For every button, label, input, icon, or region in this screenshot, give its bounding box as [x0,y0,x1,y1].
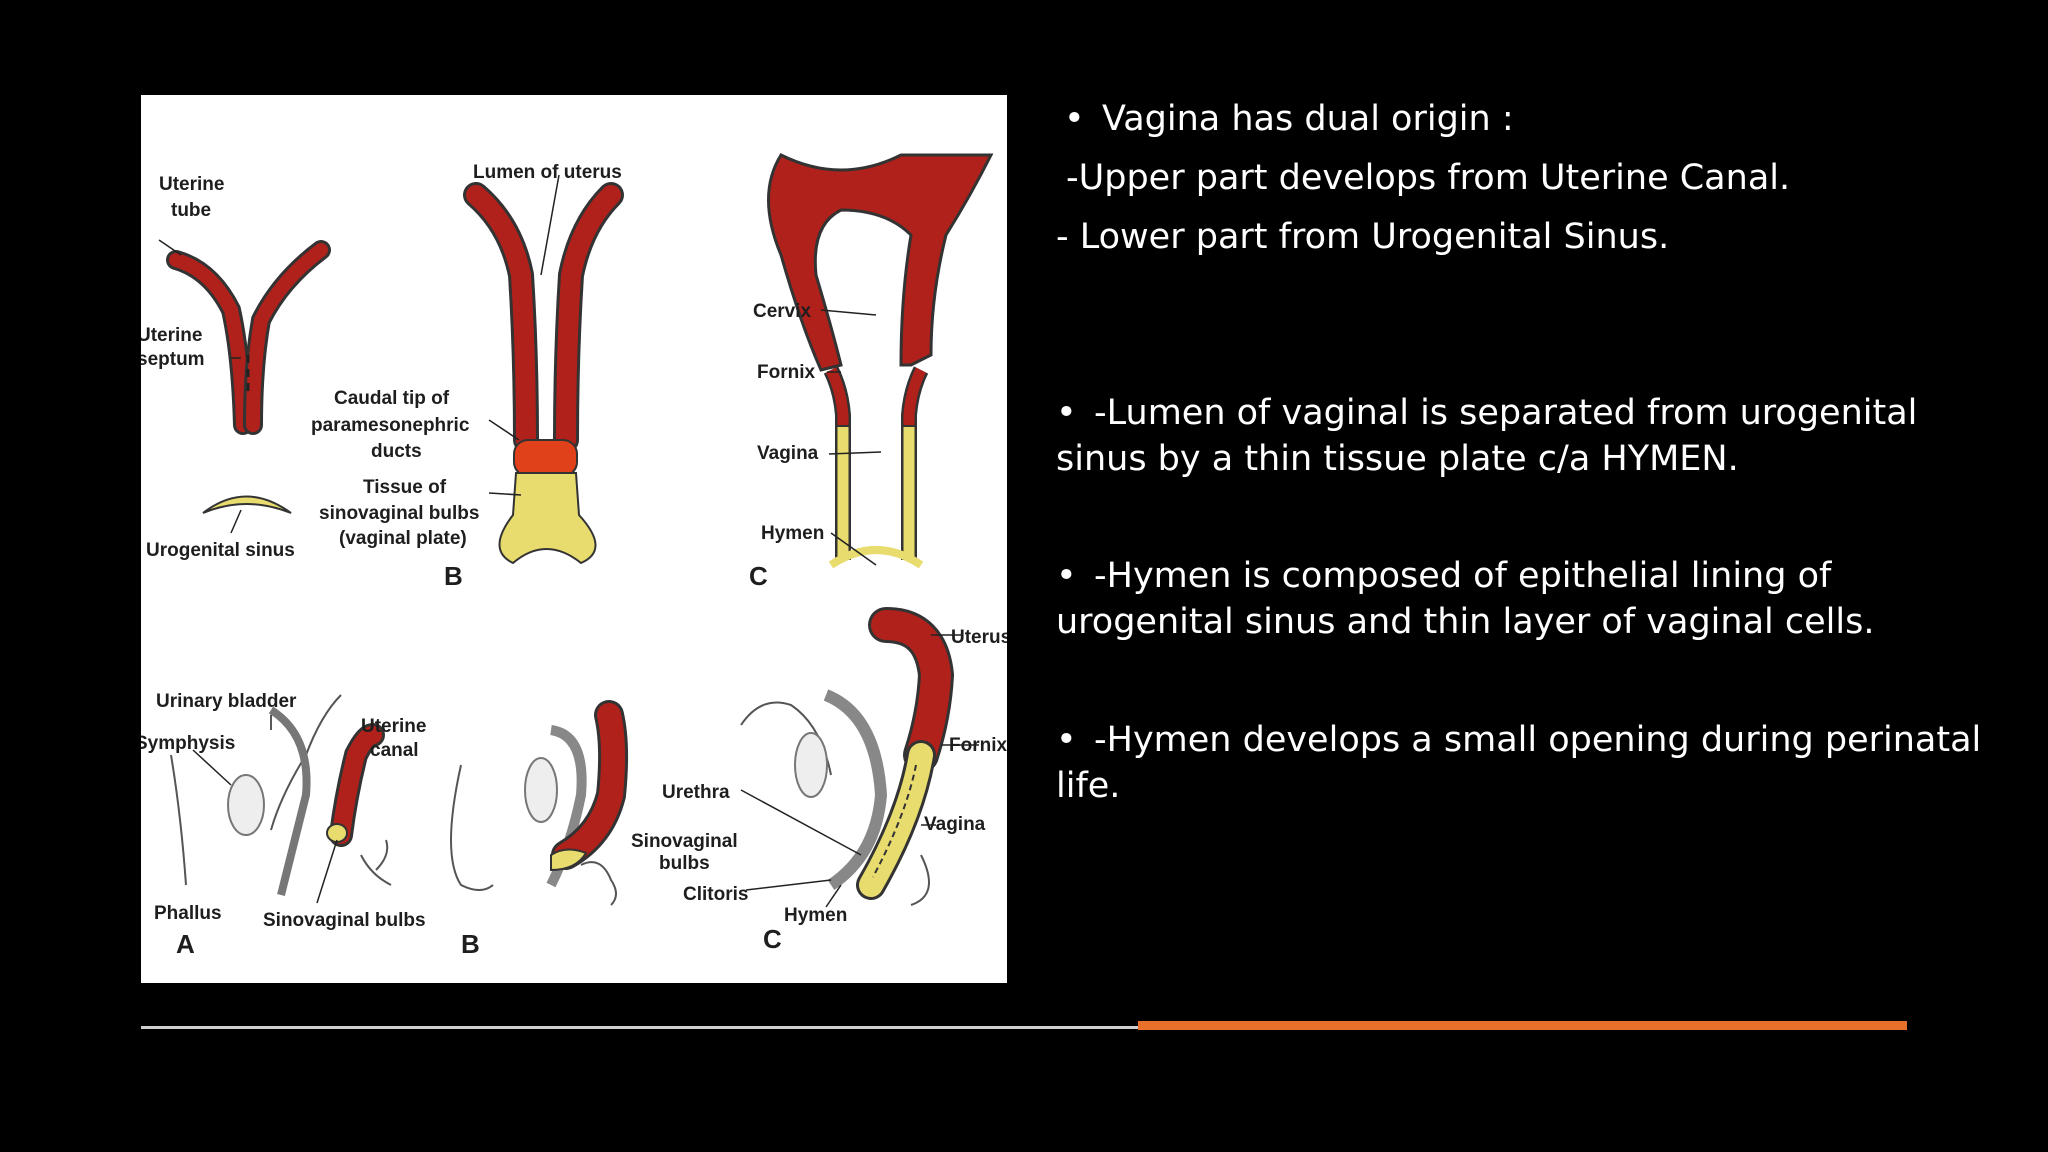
bottom-c-label-hymen: Hymen [784,905,847,926]
top-b-vaginal-plate [498,472,597,565]
bottom-a-symphysis [227,774,265,836]
point-hymen-opening: •-Hymen develops a small opening during … [1056,717,1996,809]
footer-rule-accent [1138,1021,1907,1030]
origin-heading: Vagina has dual origin : [1102,99,1514,139]
top-a-label-uterine-tube-2: tube [171,200,211,221]
bullet-glyph: • [1056,556,1077,596]
bottom-b-sinovaginal-bulb [550,848,588,872]
top-c-uterus [767,153,994,372]
bottom-a-label-uterine-canal-2: canal [370,740,419,761]
bottom-c-label-vagina: Vagina [924,814,986,835]
top-b-letter: B [444,561,463,591]
bottom-c-label-fornix: Fornix [949,735,1007,756]
bottom-panel-b: Sinovaginal bulbs B [450,700,738,959]
bottom-c-label-clitoris: Clitoris [683,884,748,905]
bottom-a-label-sinovaginal-bulbs: Sinovaginal bulbs [263,910,426,931]
origin-heading-line: • Vagina has dual origin : [1064,96,1514,142]
vagina-development-diagram: Uterine tube Uterine septum Urogenital s… [141,153,1007,959]
point-text: -Hymen is composed of epithelial lining … [1056,556,1875,642]
embryology-figure: Uterine tube Uterine septum Urogenital s… [141,95,1007,983]
bottom-c-label-uterus: Uterus [951,627,1007,648]
bullet-glyph: • [1064,99,1085,139]
bottom-b-symphysis [524,757,558,823]
top-c-label-vagina: Vagina [757,443,819,464]
point-hymen-composition: •-Hymen is composed of epithelial lining… [1056,553,1996,645]
bottom-a-label-uterine-canal-1: Uterine [361,716,426,737]
bullet-glyph: • [1056,393,1077,433]
bottom-b-body-outline [450,764,617,906]
top-c-hymen [828,546,924,569]
bottom-c-symphysis [794,732,828,798]
top-b-label-caudal-tip-2: paramesonephric [311,415,470,436]
top-panel-c: Cervix Fornix Vagina Hymen C [749,153,994,591]
bottom-a-label-symphysis: Symphysis [141,733,235,754]
bottom-c-letter: C [763,924,782,954]
bottom-a-sinovaginal-bulb [326,823,348,843]
top-panel-a: Uterine tube Uterine septum Urogenital s… [141,174,331,561]
top-a-label-uterine-septum-1: Uterine [141,325,202,346]
point-text: -Hymen develops a small opening during p… [1056,720,1982,806]
top-b-label-tissue-1: Tissue of [363,477,447,498]
bottom-b-label-sinovaginal-1: Sinovaginal [631,831,738,852]
bottom-a-letter: A [176,929,195,959]
top-c-label-hymen: Hymen [761,523,824,544]
top-b-caudal-tip [513,439,578,477]
bottom-a-label-urinary-bladder: Urinary bladder [156,691,297,712]
point-hymen-separation: •-Lumen of vaginal is separated from uro… [1056,390,1996,482]
top-b-label-caudal-tip-1: Caudal tip of [334,388,450,409]
bottom-c-bladder [823,689,888,890]
top-c-label-cervix: Cervix [753,301,812,322]
top-b-label-lumen-of-uterus: Lumen of uterus [473,162,622,183]
bullet-glyph: • [1056,720,1077,760]
bottom-c-label-urethra: Urethra [662,782,730,803]
top-b-label-tissue-3: (vaginal plate) [339,528,467,549]
top-c-label-fornix: Fornix [757,362,815,383]
footer-rule-gray [141,1026,1138,1029]
top-a-label-uterine-tube-1: Uterine [159,174,224,195]
upper-part-line: -Upper part develops from Uterine Canal. [1066,158,1791,198]
lower-part-line: - Lower part from Urogenital Sinus. [1056,217,1670,257]
top-b-label-tissue-2: sinovaginal bulbs [319,503,479,524]
top-a-sinus [202,495,292,514]
bottom-panel-c: Uterus Fornix Urethra Vagina Clitoris Hy… [662,607,1007,954]
top-c-letter: C [749,561,768,591]
top-b-label-caudal-tip-3: ducts [371,441,422,462]
bottom-panel-a: Urinary bladder Symphysis Uterine canal … [141,691,426,959]
top-panel-b: Lumen of uterus Caudal tip of paramesone… [311,162,624,591]
bottom-a-label-phallus: Phallus [154,903,222,924]
bottom-a-bladder [268,706,311,896]
top-a-label-uterine-septum-2: septum [141,349,205,370]
point-text: -Lumen of vaginal is separated from urog… [1056,393,1918,479]
bottom-b-letter: B [461,929,480,959]
top-a-label-urogenital-sinus: Urogenital sinus [146,540,295,561]
bottom-b-label-sinovaginal-2: bulbs [659,853,710,874]
